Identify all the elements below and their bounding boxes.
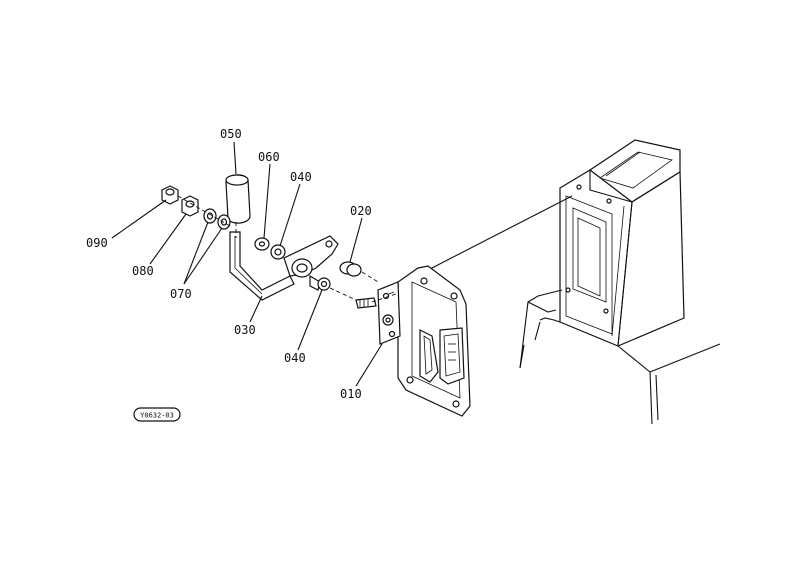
guide-plate [397,265,471,417]
label-010: 010 [340,387,362,401]
label-020: 020 [350,204,372,218]
leader-housing [427,195,573,271]
label-090: 090 [86,236,108,250]
reference-badge: Y0632-03 [133,407,181,422]
reference-code: Y0632-03 [140,412,174,420]
lever-yoke [283,235,339,291]
label-080: 080 [132,264,154,278]
label-030: 030 [234,323,256,337]
label-070: 070 [170,287,192,301]
part-040-collar-lower [317,277,357,301]
base-body [519,289,721,425]
part-070-washers [203,208,231,230]
part-010-bracket [355,281,401,345]
part-040-collar-upper [270,244,286,260]
console-housing [559,139,685,347]
part-060-washer [254,237,270,251]
label-040-lower: 040 [284,351,306,365]
assembly-axis [177,195,231,227]
part-050-knob [225,174,251,238]
leader-lines [111,141,383,387]
label-060: 060 [258,150,280,164]
part-080-nut [181,195,199,217]
label-050: 050 [220,127,242,141]
part-020-spacer [339,261,379,283]
part-090-cap-nut [161,185,179,205]
part-030-lever-rod [229,231,295,301]
label-040-upper: 040 [290,170,312,184]
